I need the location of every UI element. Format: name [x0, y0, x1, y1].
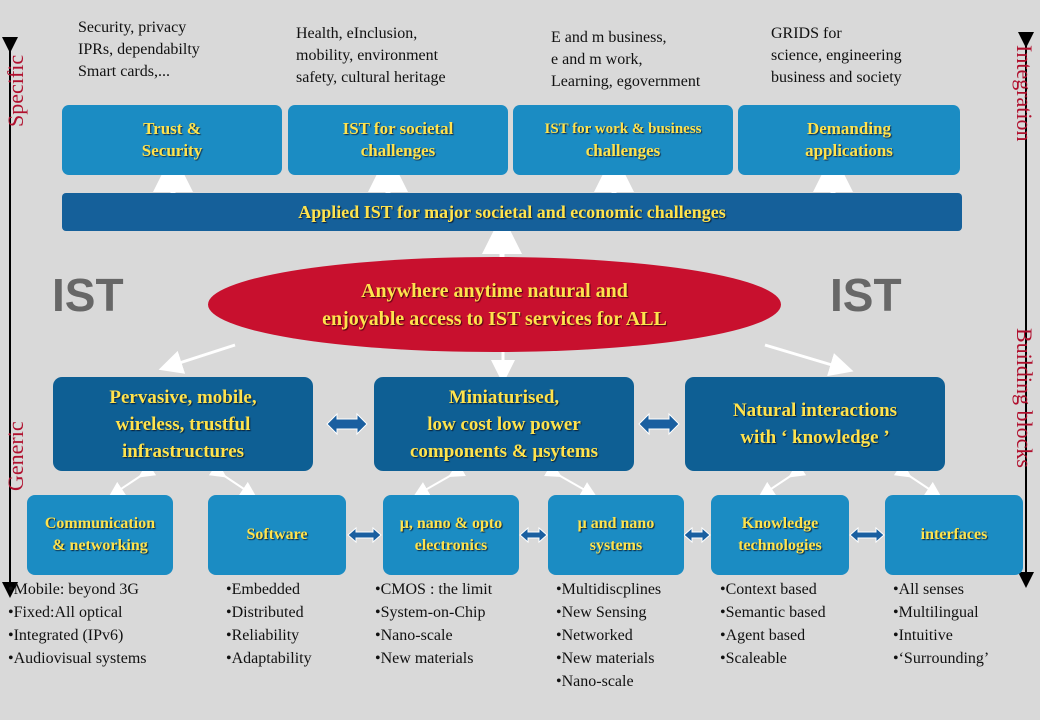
down-arrow-right: [764, 343, 854, 377]
box-trust-security: Trust &Security: [62, 105, 282, 175]
link-micro-nano: [544, 462, 597, 497]
double-arrow-mid-right: [638, 412, 680, 436]
down-arrow-left: [158, 343, 236, 374]
bullets-interfaces: •All senses•Multilingual•Intuitive•‘Surr…: [893, 581, 990, 667]
top-note-work: E and m business,e and m work,Learning, …: [551, 29, 701, 90]
side-label-specific: Specific: [3, 54, 28, 127]
double-arrow-bottom-2: [347, 526, 382, 544]
applied-ist-bar: Applied IST for major societal and econo…: [62, 193, 962, 231]
side-label-building-blocks: Building blocks: [1012, 328, 1037, 468]
link-nano-opto: [413, 462, 466, 497]
link-interfaces: [893, 461, 942, 498]
ist-label-right: IST: [830, 269, 902, 321]
ist-label-left: IST: [52, 269, 124, 321]
bullets-communication: •Mobile: beyond 3G•Fixed:All optical•Int…: [8, 581, 147, 667]
link-comm: [108, 461, 157, 498]
double-arrow-bottom-5: [849, 526, 885, 544]
side-label-integration: Integration: [1012, 45, 1037, 142]
side-label-generic: Generic: [3, 421, 28, 491]
box-software: Software: [208, 495, 346, 575]
bullets-software: •Embedded•Distributed•Reliability•Adapta…: [226, 581, 312, 667]
box-interfaces: interfaces: [885, 495, 1023, 575]
top-note-societal: Health, eInclusion,mobility, environment…: [296, 25, 446, 86]
bullets-nano-opto: •CMOS : the limit•System-on-Chip•Nano-sc…: [375, 581, 493, 667]
link-knowledge: [758, 461, 807, 498]
box-communication-networking: Communication& networking: [27, 495, 173, 575]
double-arrow-mid-left: [326, 412, 368, 436]
double-arrow-bottom-3: [519, 526, 548, 544]
double-arrow-bottom-4: [683, 526, 711, 544]
link-software: [208, 461, 257, 498]
bullets-knowledge: •Context based•Semantic based•Agent base…: [720, 581, 826, 667]
bullets-micro-nano: •Multidiscplines•New Sensing•Networked•N…: [556, 581, 662, 690]
